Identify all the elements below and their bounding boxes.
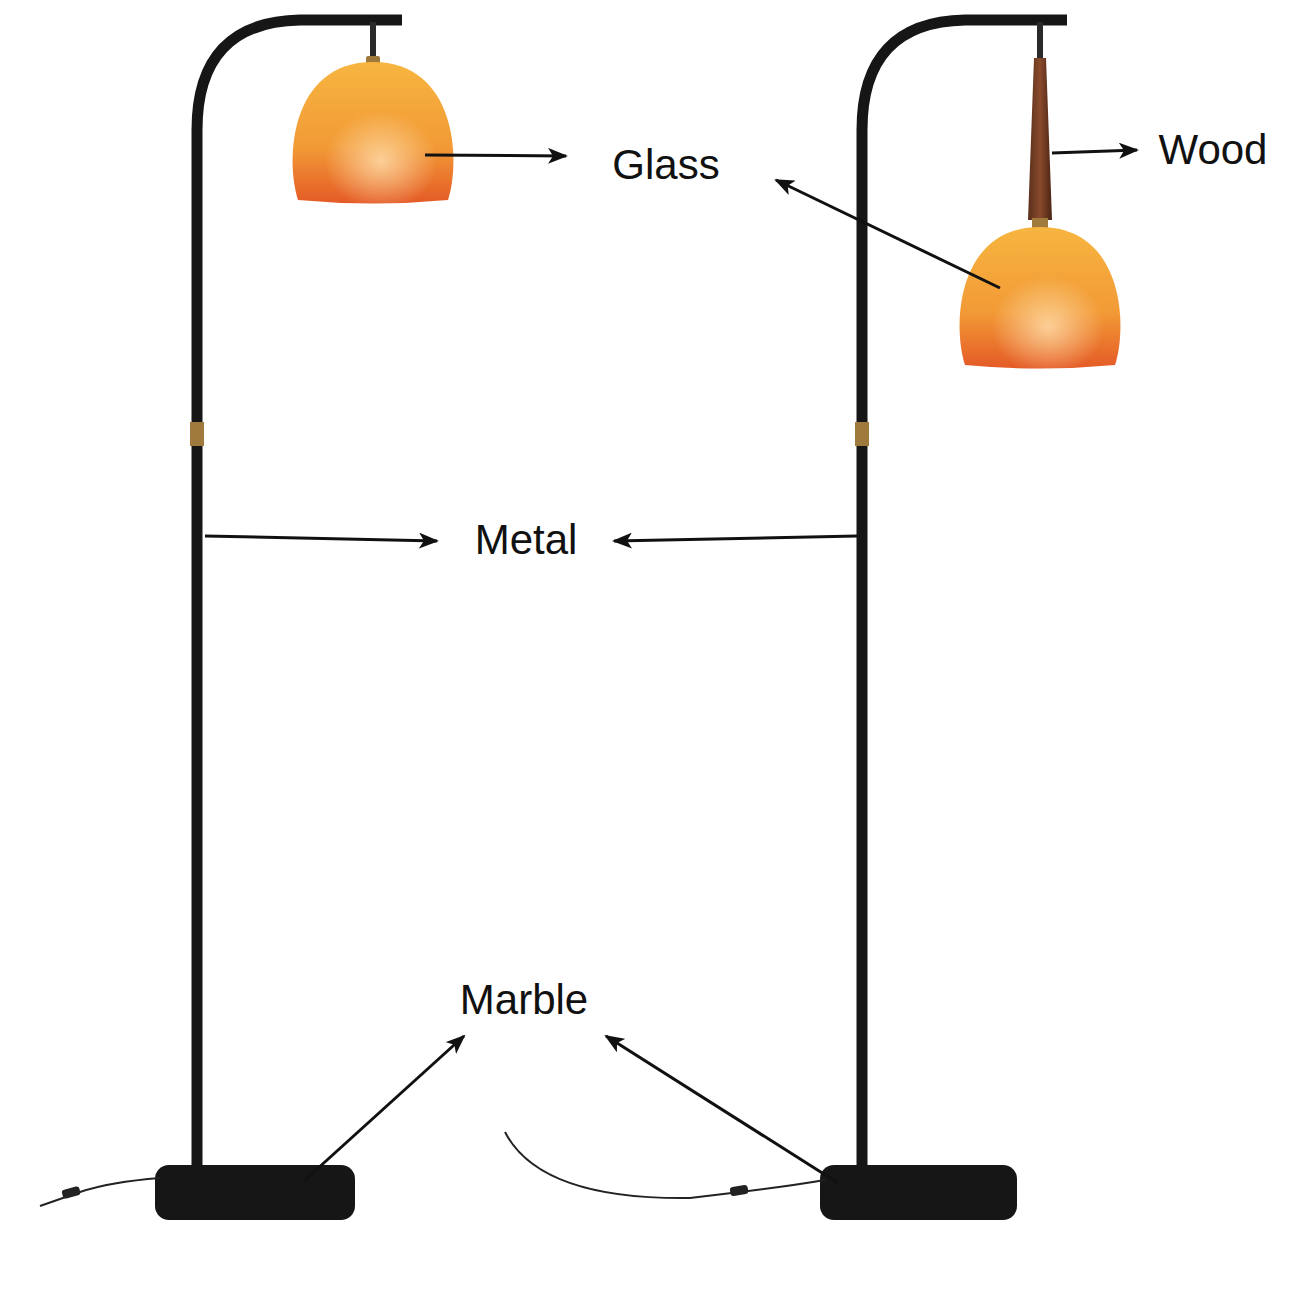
leader-arrow [205,536,437,541]
material-label: Metal [475,517,578,563]
material-label: Glass [612,142,719,188]
wood-stem [1028,58,1052,220]
cord-switch [61,1186,81,1199]
marble-base [155,1165,355,1220]
leader-arrow [776,180,1000,288]
shade-glow [293,62,454,204]
power-cord [40,1178,160,1206]
leader-arrow [425,155,566,156]
brass-ring [855,422,869,446]
material-label: Marble [460,977,588,1023]
hanging-rod [1037,22,1043,60]
marble-base [820,1165,1017,1220]
glass-shade [293,62,454,204]
shade-glow [960,227,1121,369]
leader-arrow [305,1036,464,1180]
leader-arrow [614,536,857,541]
material-label: Wood [1159,127,1268,173]
leader-arrow [606,1036,838,1183]
brass-cap [1032,218,1048,228]
right-lamp [505,20,1120,1220]
leader-arrows [205,150,1137,1183]
leader-arrow [1052,150,1137,153]
brass-ring [190,422,204,446]
lamp-pole [862,20,1067,1170]
left-lamp [40,20,453,1220]
power-cord [505,1132,825,1198]
cord-switch [729,1184,748,1196]
glass-shade [960,227,1121,369]
